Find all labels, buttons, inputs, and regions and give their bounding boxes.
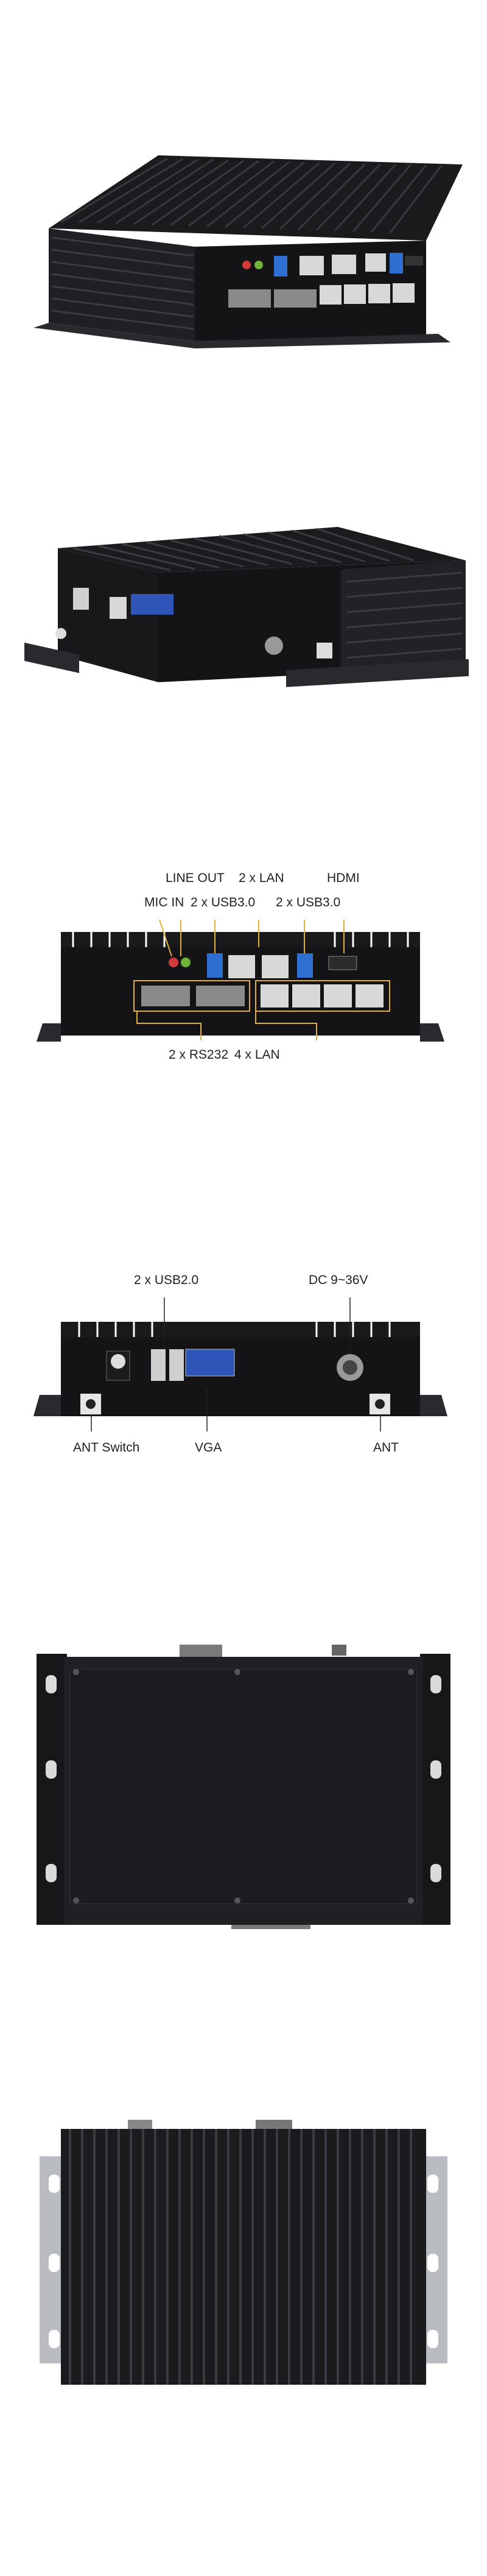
rear-angle-image xyxy=(24,527,469,687)
front-labeled-image xyxy=(37,920,444,1042)
rear-labeled-view: 2 x USB2.0 DC 9~36V xyxy=(0,1273,487,1492)
label-2x-rs232: 2 x RS232 xyxy=(169,1048,229,1062)
rear-angle-view xyxy=(0,524,487,725)
label-hdmi: HDMI xyxy=(327,871,360,885)
label-ant: ANT xyxy=(373,1441,399,1455)
label-dc-9-36v: DC 9~36V xyxy=(309,1273,368,1287)
label-2x-usb20: 2 x USB2.0 xyxy=(134,1273,199,1287)
top-view xyxy=(0,2120,487,2388)
bottom-view xyxy=(0,1645,487,1949)
rear-labeled-image xyxy=(33,1297,447,1431)
label-4x-lan-bottom: 4 x LAN xyxy=(234,1048,280,1062)
front-labeled-view: LINE OUT 2 x LAN HDMI MIC IN 2 x USB3.0 … xyxy=(0,871,487,1115)
label-2x-lan-top: 2 x LAN xyxy=(239,871,284,885)
label-mic-in: MIC IN xyxy=(144,895,184,909)
label-ant-switch: ANT Switch xyxy=(73,1441,140,1455)
label-line-out: LINE OUT xyxy=(166,871,225,885)
front-angle-image xyxy=(33,155,463,348)
label-vga: VGA xyxy=(195,1441,222,1455)
label-2x-usb30-left: 2 x USB3.0 xyxy=(191,895,256,909)
top-view-image xyxy=(40,2120,447,2385)
bottom-view-image xyxy=(37,1645,450,1929)
front-angle-view xyxy=(0,122,487,414)
label-2x-usb30-right: 2 x USB3.0 xyxy=(276,895,341,909)
